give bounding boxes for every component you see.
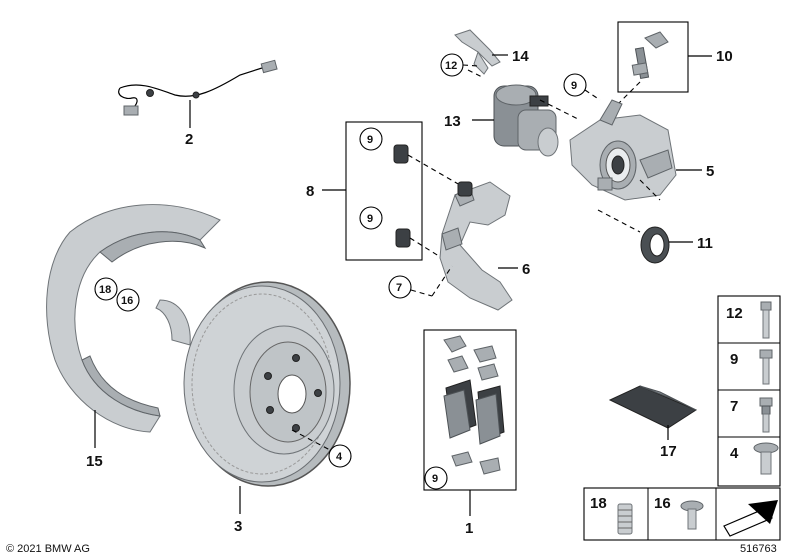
callout-9-top (563, 73, 587, 97)
callout-9-box-b (359, 206, 383, 230)
hw-label-12: 12 (726, 305, 743, 322)
label-6: 6 (522, 261, 530, 278)
label-17: 17 (660, 443, 677, 460)
bolt-4-icon (753, 442, 779, 475)
box-8 (345, 121, 423, 261)
label-5: 5 (706, 163, 714, 180)
label-3: 3 (234, 518, 242, 535)
arrow-icon (723, 500, 778, 537)
label-14: 14 (512, 48, 529, 65)
label-11: 11 (697, 235, 713, 252)
callout-18 (94, 277, 118, 301)
label-4-callout: 4 (336, 451, 343, 463)
pad-clips-bottom[interactable] (451, 451, 501, 475)
label-9-top: 9 (571, 80, 577, 92)
label-18-callout: 18 (99, 284, 111, 296)
label-8: 8 (306, 183, 314, 200)
parking-brake-motor[interactable] (493, 84, 559, 157)
bp-label-16: 16 (654, 495, 671, 512)
label-9-pads: 9 (432, 473, 438, 485)
screw-16-icon (680, 500, 704, 530)
guide-bushing-top[interactable] (393, 144, 409, 164)
label-2: 2 (185, 131, 193, 148)
threaded-insert-icon (617, 503, 633, 535)
brake-dust-shield[interactable] (46, 204, 221, 433)
label-7: 7 (396, 282, 402, 294)
brake-wear-sensor[interactable] (118, 59, 278, 116)
diagram-number: 516763 (740, 543, 777, 555)
copyright: © 2021 BMW AG (6, 543, 90, 555)
hw-label-4: 4 (730, 445, 739, 462)
callout-9-pads (424, 466, 448, 490)
callout-4 (328, 444, 352, 468)
label-1: 1 (465, 520, 473, 537)
seal-ring[interactable] (640, 226, 670, 264)
guide-bushing-bottom[interactable] (395, 228, 411, 248)
bracket-14[interactable] (454, 29, 501, 75)
grease-sachet[interactable] (608, 385, 698, 429)
caliper-carrier[interactable] (439, 181, 513, 311)
bleeder-valve[interactable] (631, 31, 669, 80)
label-13: 13 (444, 113, 461, 130)
label-9-box-b: 9 (367, 213, 373, 225)
label-12: 12 (445, 60, 457, 72)
bottom-panel (583, 487, 781, 541)
brake-disc[interactable] (183, 281, 351, 487)
label-15: 15 (86, 453, 103, 470)
label-16-callout: 16 (121, 295, 133, 307)
bolt-7-icon (759, 397, 773, 433)
label-9-box-a: 9 (367, 134, 373, 146)
callout-7 (388, 275, 412, 299)
brake-pads[interactable] (443, 379, 505, 445)
brake-caliper[interactable] (569, 99, 677, 201)
pad-clips-top[interactable] (443, 335, 499, 381)
hw-label-7: 7 (730, 398, 738, 415)
callout-16 (116, 288, 140, 312)
box-10 (617, 21, 689, 93)
bp-label-18: 18 (590, 495, 607, 512)
callout-9-box-a (359, 127, 383, 151)
bolt-12-icon (760, 301, 772, 339)
label-10: 10 (716, 48, 733, 65)
bolt-9-icon (759, 349, 773, 385)
hw-label-9: 9 (730, 351, 738, 368)
